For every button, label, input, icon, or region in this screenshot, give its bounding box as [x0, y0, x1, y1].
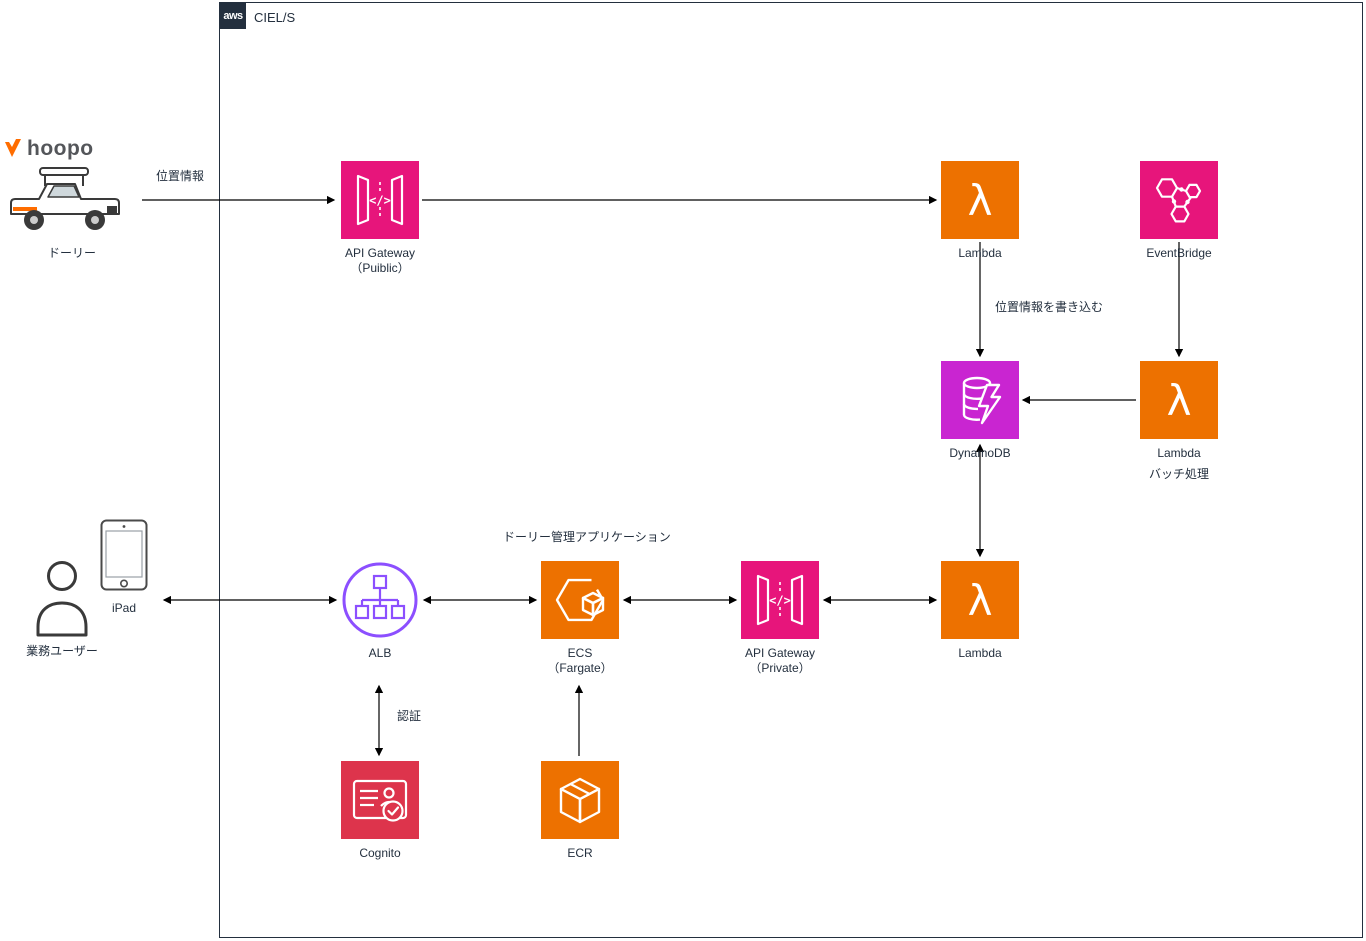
- ecs-icon: [541, 561, 619, 639]
- hoopo-logo-icon: [5, 139, 21, 157]
- node-label: Cognito: [359, 846, 401, 860]
- node-label: Lambda: [958, 246, 1002, 260]
- dynamodb-icon: [941, 361, 1019, 439]
- alb-icon: [342, 562, 418, 638]
- node-sublabel: （Puiblic）: [350, 261, 410, 275]
- node-alb: ALB: [341, 561, 419, 661]
- node-label: ECS: [567, 646, 593, 660]
- node-label-business-user: 業務ユーザー: [26, 644, 98, 658]
- ipad-icon: [100, 519, 148, 591]
- ecr-icon: [541, 761, 619, 839]
- api-gateway-icon: </>: [741, 561, 819, 639]
- node-lambda-app: λ Lambda: [941, 561, 1019, 661]
- node-label: ALB: [368, 646, 392, 660]
- lambda-icon: λ: [1140, 361, 1218, 439]
- node-sublabel: （Fargate）: [547, 661, 613, 675]
- svg-text:</>: </>: [769, 594, 791, 608]
- section-label-app-title: ドーリー管理アプリケーション: [503, 530, 671, 544]
- node-eventbridge: EventBridge: [1140, 161, 1218, 261]
- node-business-user: 業務ユーザー: [14, 557, 110, 659]
- edge-label-auth: 認証: [397, 709, 422, 723]
- node-sublabel: （Private）: [749, 661, 811, 675]
- node-dolly: ドーリー: [6, 162, 138, 261]
- node-dynamodb: DynamoDB: [941, 361, 1019, 461]
- node-label: EventBridge: [1146, 246, 1212, 260]
- node-ipad: iPad: [100, 519, 148, 616]
- lambda-icon: λ: [941, 161, 1019, 239]
- svg-text:</>: </>: [369, 194, 391, 208]
- node-label-ipad: iPad: [111, 601, 137, 615]
- node-ecs: ECS （Fargate）: [541, 561, 619, 676]
- hoopo-logo-text: hoopo: [27, 137, 94, 160]
- dolly-truck-icon: [10, 167, 120, 230]
- edge-label-write-location: 位置情報を書き込む: [995, 300, 1104, 314]
- boundary-title: CIEL/S: [254, 10, 296, 25]
- node-lambda-ingest: λ Lambda: [941, 161, 1019, 261]
- eventbridge-icon: [1140, 161, 1218, 239]
- svg-text:λ: λ: [968, 176, 993, 225]
- node-label: API Gateway: [344, 246, 416, 260]
- node-sublabel: バッチ処理: [1148, 467, 1209, 481]
- node-label: Lambda: [1157, 446, 1201, 460]
- lambda-icon: λ: [941, 561, 1019, 639]
- node-api-gateway-public: </> API Gateway （Puiblic）: [341, 161, 419, 276]
- node-label: DynamoDB: [949, 446, 1011, 460]
- aws-logo-badge: aws: [220, 3, 246, 29]
- node-cognito: Cognito: [341, 761, 419, 861]
- node-lambda-batch: λ Lambda バッチ処理: [1140, 361, 1218, 482]
- hoopo-logo: hoopo: [4, 137, 94, 161]
- node-label-dolly: ドーリー: [47, 246, 96, 260]
- api-gateway-icon: </>: [341, 161, 419, 239]
- node-ecr: ECR: [541, 761, 619, 861]
- edge-label-location-info: 位置情報: [156, 169, 205, 183]
- node-label: ECR: [567, 846, 593, 860]
- user-icon: [36, 561, 88, 637]
- node-label: Lambda: [958, 646, 1002, 660]
- svg-text:λ: λ: [1167, 376, 1192, 425]
- cognito-icon: [341, 761, 419, 839]
- node-label: API Gateway: [744, 646, 816, 660]
- svg-text:λ: λ: [968, 576, 993, 625]
- node-api-gateway-private: </> API Gateway （Private）: [741, 561, 819, 676]
